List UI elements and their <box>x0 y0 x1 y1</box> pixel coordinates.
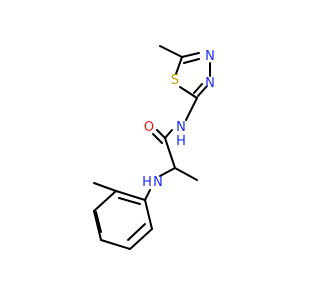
bond-nh-phenyl <box>144 189 151 201</box>
atom-n3: N <box>205 76 215 91</box>
bond-carbonyl-alpha <box>164 137 176 169</box>
bond-methyl-c5 <box>159 45 183 58</box>
bond-ring-6-1 <box>115 190 146 201</box>
structure-diagram: S N N N H O N H <box>93 45 215 250</box>
bond-c2-s1 <box>179 86 198 99</box>
bond-ortho-methyl <box>93 182 117 192</box>
bond-alpha-nh <box>159 167 176 177</box>
bond-c5-n4 <box>181 52 200 58</box>
bond-ring-5-6 <box>93 190 117 212</box>
molecule-drawing: S N N N H O N H <box>93 45 215 250</box>
atom-nh-amine: N <box>153 175 163 190</box>
bond-nh-carbonyl <box>164 129 173 139</box>
bond-ring-2-3 <box>129 228 153 250</box>
atom-nh-amide-h: H <box>176 134 186 149</box>
bond-ring-inner-c <box>118 197 141 205</box>
bond-n3-c2-double <box>193 83 203 94</box>
atom-n4: N <box>205 49 215 64</box>
bond-c2-nh <box>185 97 198 121</box>
bond-ring-inner-a <box>127 223 146 241</box>
bond-n3-c2 <box>197 85 208 97</box>
bond-ring-4-5 <box>93 210 102 241</box>
atom-s1: S <box>171 73 179 88</box>
bond-alpha-methyl <box>174 167 198 181</box>
atom-nh-amine-h: H <box>142 175 152 190</box>
bond-c5-n4-double <box>183 58 200 64</box>
atom-nh-amide: N <box>176 120 186 135</box>
bond-ring-inner-b <box>95 211 102 233</box>
bond-c-o <box>156 129 166 139</box>
bond-ring-3-4 <box>100 239 131 250</box>
bond-c-o-double <box>152 133 163 144</box>
atom-o-carbonyl: O <box>144 120 154 135</box>
bond-s1-c5 <box>175 56 183 75</box>
bond-ring-1-2 <box>144 199 153 230</box>
